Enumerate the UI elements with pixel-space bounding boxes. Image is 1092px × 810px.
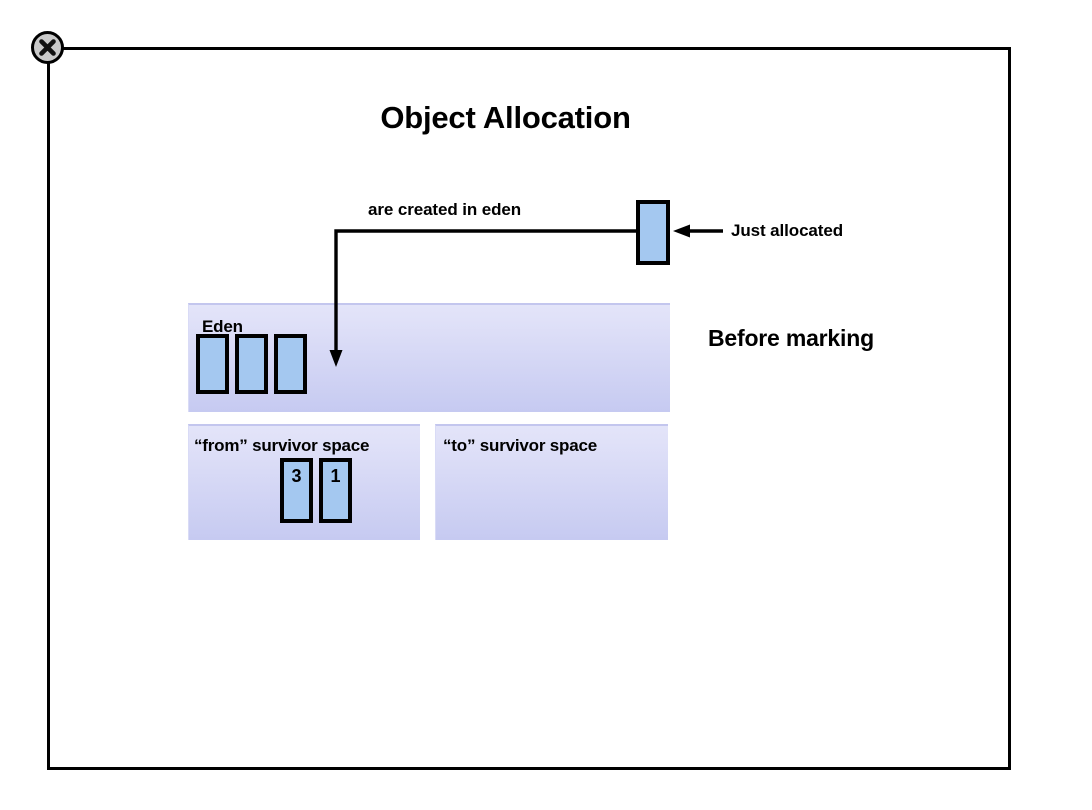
eden-object-block: [274, 334, 307, 394]
survivor-object-label: 3: [291, 466, 302, 486]
annotation-just-allocated: Just allocated: [731, 221, 843, 240]
stage-label-before-marking: Before marking: [708, 325, 874, 351]
close-circle-icon[interactable]: [31, 31, 64, 64]
eden-object-label: [200, 338, 225, 343]
allocated-object-block: [636, 200, 670, 265]
from-survivor-region-label: “from” survivor space: [194, 436, 370, 455]
to-survivor-region: “to” survivor space: [435, 424, 668, 540]
eden-region-label: Eden: [202, 317, 243, 336]
survivor-object-block: 1: [319, 458, 352, 523]
eden-object-label: [239, 338, 264, 343]
eden-object-label: [278, 338, 303, 343]
survivor-object-block: 3: [280, 458, 313, 523]
survivor-object-label: 1: [330, 466, 341, 486]
eden-object-block: [196, 334, 229, 394]
eden-object-block: [235, 334, 268, 394]
close-x-glyph: [39, 39, 56, 56]
page-title: Object Allocation: [380, 100, 631, 135]
to-survivor-region-label: “to” survivor space: [443, 436, 597, 455]
annotation-created-in-eden: are created in eden: [368, 200, 522, 219]
arrow-just-allocated-head: [673, 224, 690, 238]
allocated-object-label: [640, 204, 666, 209]
